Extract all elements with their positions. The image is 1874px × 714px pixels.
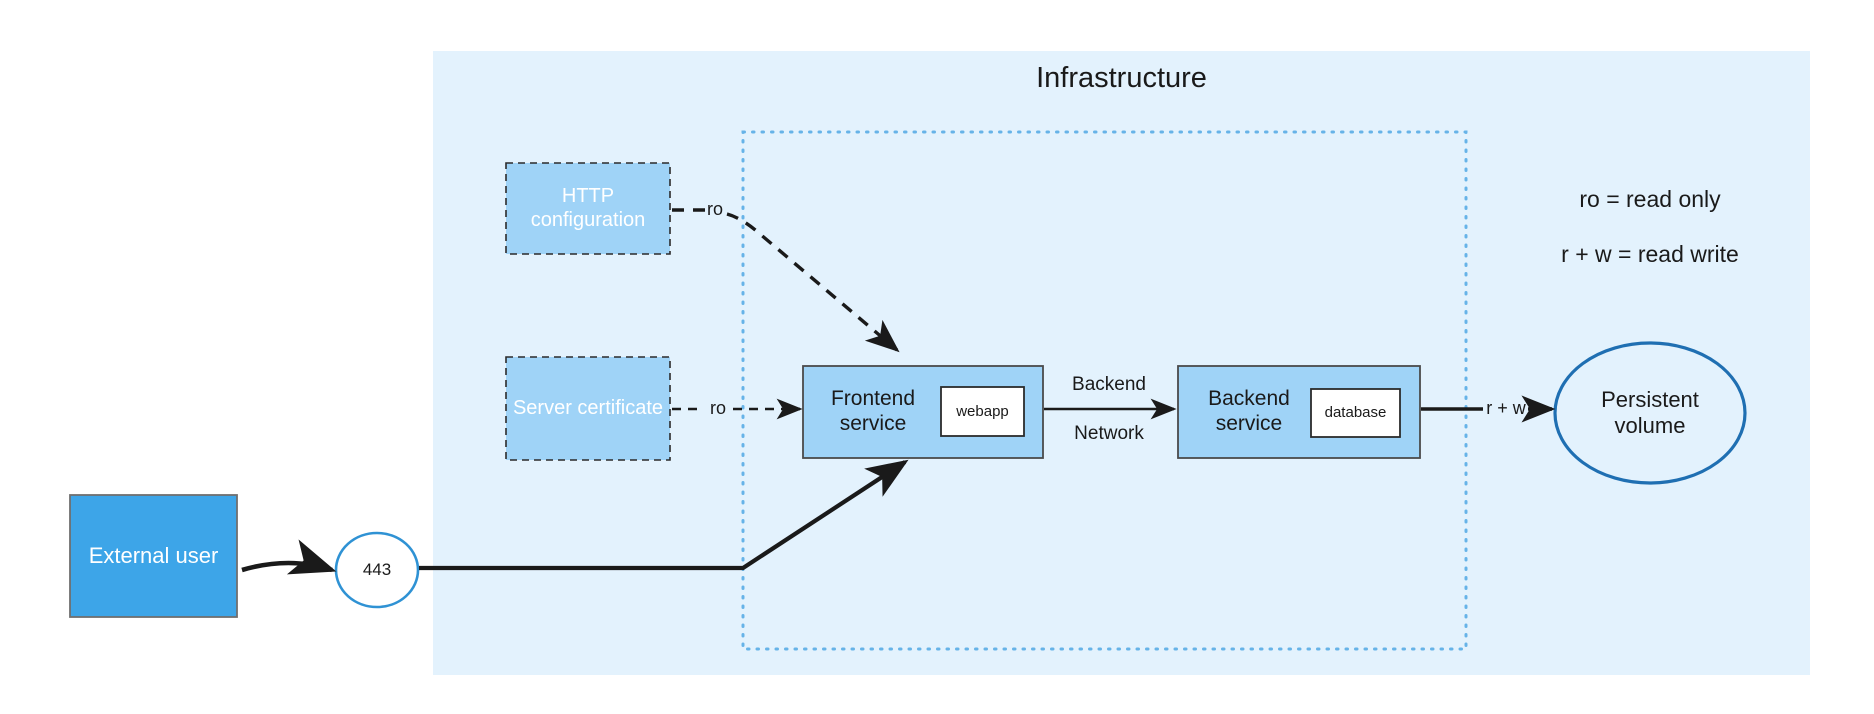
server-certificate-node[interactable] xyxy=(505,356,671,461)
page-title: Infrastructure xyxy=(1036,62,1207,94)
port-443-node[interactable] xyxy=(334,531,420,609)
legend-item-read-only: ro = read only xyxy=(1579,186,1721,212)
database-container[interactable] xyxy=(1310,388,1401,438)
edge-http-config-to-frontend xyxy=(672,208,897,350)
http-configuration-node[interactable] xyxy=(505,162,671,255)
edge-port-to-frontend xyxy=(419,459,909,571)
webapp-container[interactable] xyxy=(940,386,1025,437)
network-boundary xyxy=(741,130,1468,651)
external-user-node[interactable] xyxy=(69,494,238,618)
edge-external-user-to-port xyxy=(241,539,337,575)
legend-item-read-write: r + w = read write xyxy=(1561,241,1739,267)
